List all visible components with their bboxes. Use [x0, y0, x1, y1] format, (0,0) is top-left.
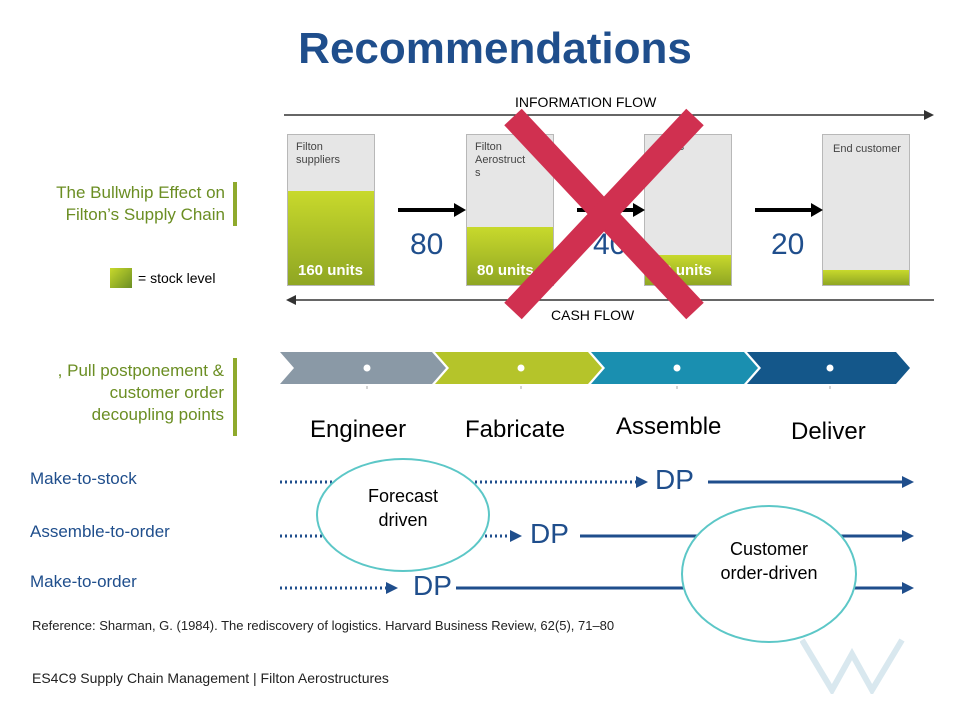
stage-dot: [517, 364, 525, 372]
stock-label: 80 units: [477, 262, 534, 279]
university-logo-icon: [800, 638, 905, 694]
mode-make-to-stock: Make-to-stock: [30, 469, 137, 488]
stage-engineer: Engineer: [310, 416, 407, 443]
stage-fabricate: Fabricate: [465, 416, 566, 443]
decoupling-point-ato: DP: [530, 518, 569, 549]
stage-dot: [673, 364, 681, 372]
slide-title: Recommendations: [298, 24, 692, 73]
information-flow-label: INFORMATION FLOW: [515, 94, 657, 110]
information-flow-arrow: [284, 110, 934, 120]
slide-footer: ES4C9 Supply Chain Management | Filton A…: [32, 670, 389, 686]
stage-dot: [363, 364, 371, 372]
decoupling-point-mts: DP: [655, 464, 694, 495]
order-arrow: [755, 203, 823, 217]
end-customer-box: End customer: [822, 134, 910, 286]
cash-flow-arrow: [286, 295, 934, 305]
process-chevrons: [280, 352, 910, 390]
stage-dot: [826, 364, 834, 372]
cross-out-icon: [504, 108, 704, 320]
side-label-bar: [233, 358, 237, 436]
reference-text: Reference: Sharman, G. (1984). The redis…: [32, 618, 615, 633]
stock-legend-label: = stock level: [138, 270, 216, 286]
mode-assemble-to-order: Assemble-to-order: [30, 522, 170, 541]
order-arrow: [398, 203, 466, 217]
engineer-chevron: [280, 352, 446, 384]
order-quantity: 80: [410, 228, 444, 261]
stock-label: 160 units: [298, 262, 364, 279]
cash-flow-label: CASH FLOW: [551, 307, 635, 323]
stage-assemble: Assemble: [616, 413, 722, 440]
side-label-bar: [233, 182, 237, 226]
stock-legend-swatch: [110, 268, 132, 288]
decoupling-point-mto: DP: [413, 570, 452, 601]
stage-deliver: Deliver: [791, 418, 866, 445]
box-label: End customer: [833, 143, 901, 155]
stock-level-fill: [823, 270, 909, 285]
mode-make-to-order: Make-to-order: [30, 572, 137, 591]
order-quantity: 20: [771, 228, 805, 261]
stock-level-fill: [288, 190, 374, 285]
